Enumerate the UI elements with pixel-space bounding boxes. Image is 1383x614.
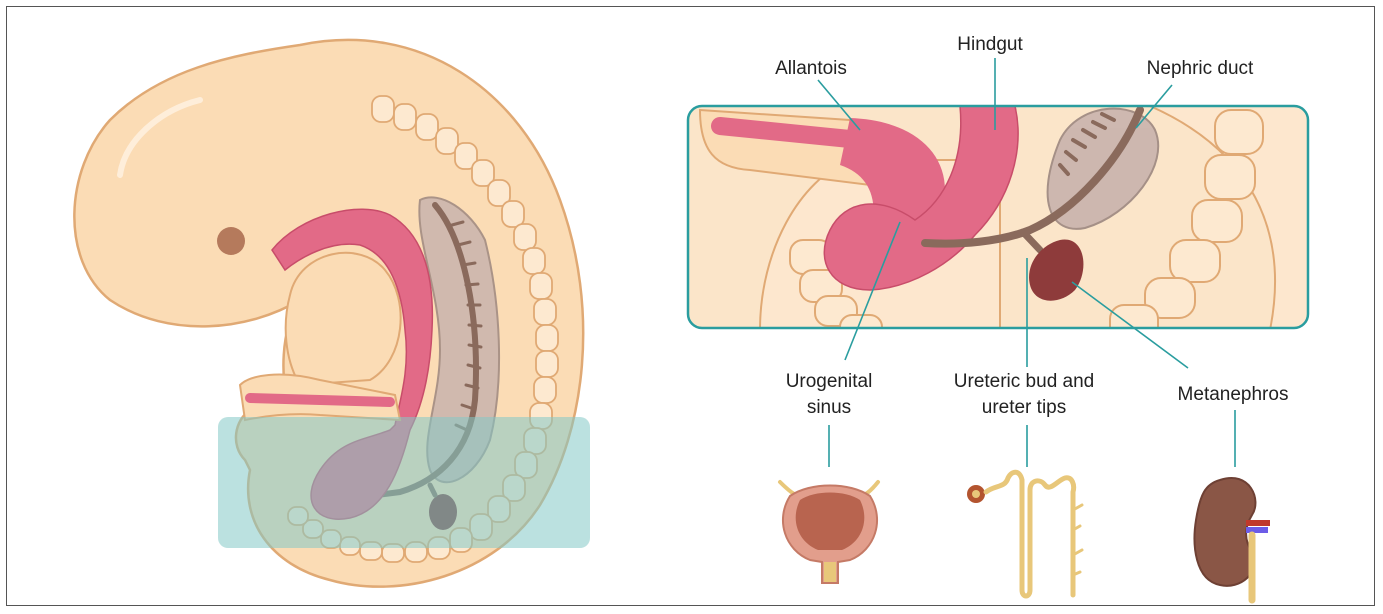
label-allantois: Allantois — [775, 58, 847, 79]
nephron-icon — [967, 472, 1082, 596]
label-ureteric-bud-2: ureter tips — [982, 397, 1066, 418]
zoom-view — [688, 106, 1330, 343]
label-urogenital-sinus-2: sinus — [807, 397, 851, 418]
eye-spot — [217, 227, 245, 255]
bladder-icon — [780, 482, 878, 583]
label-urogenital-sinus-1: Urogenital — [786, 371, 873, 392]
highlight-region — [218, 417, 590, 548]
kidney-icon — [1195, 478, 1270, 600]
heart-bulge — [286, 253, 401, 385]
label-metanephros: Metanephros — [1178, 384, 1289, 405]
label-nephric-duct: Nephric duct — [1147, 58, 1254, 79]
label-ureteric-bud-1: Ureteric bud and — [954, 371, 1094, 392]
label-hindgut: Hindgut — [957, 34, 1023, 55]
